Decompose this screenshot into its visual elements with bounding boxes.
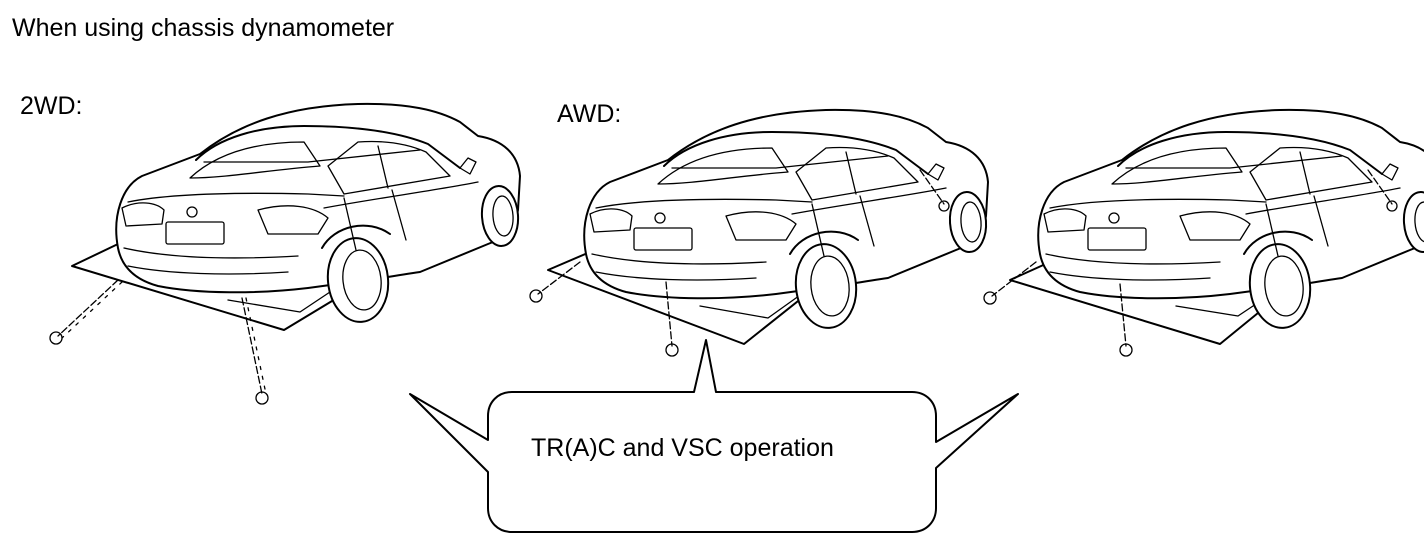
car-awd-2 bbox=[983, 108, 1424, 357]
diagram-title: When using chassis dynamometer bbox=[12, 14, 395, 42]
car-awd-1 bbox=[529, 108, 990, 357]
car-2wd bbox=[49, 102, 522, 405]
label-2wd: 2WD: bbox=[20, 92, 83, 120]
label-awd: AWD: bbox=[557, 100, 622, 128]
callout-text: TR(A)C and VSC operation bbox=[531, 434, 834, 462]
callout-box bbox=[409, 339, 1019, 533]
